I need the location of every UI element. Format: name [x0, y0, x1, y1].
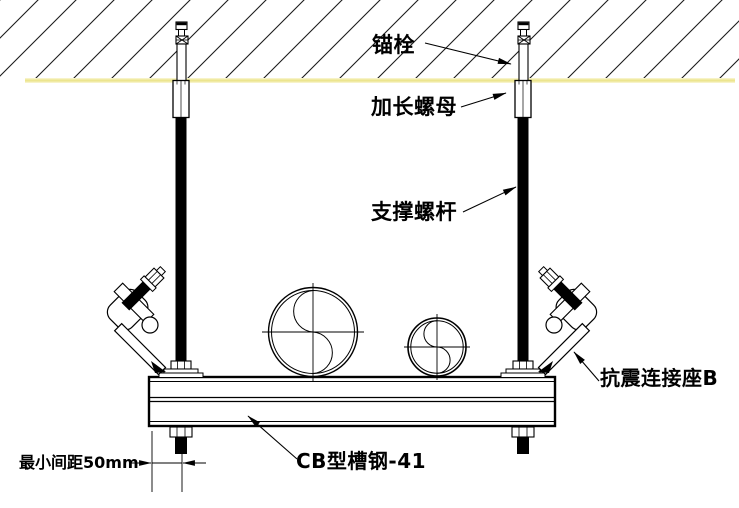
leader-extension-nut [460, 92, 507, 108]
label-channel-steel: CB型槽钢-41 [296, 449, 427, 473]
leader-support-rod [462, 186, 517, 213]
dimension-min-spacing [129, 431, 206, 492]
leader-channel-steel [247, 415, 298, 460]
label-extension-nut: 加长螺母 [371, 95, 457, 119]
seismic-brace-right [534, 262, 602, 376]
label-support-rod: 支撑螺杆 [371, 200, 457, 224]
channel-steel-beam [147, 375, 557, 428]
pipe-small [404, 314, 470, 380]
label-min-spacing: 最小间距50mm [19, 453, 139, 472]
leader-anchor-bolt [424, 42, 512, 65]
label-anchor-bolt: 锚栓 [372, 33, 415, 57]
leader-seismic-connector [573, 351, 600, 382]
pipe-large [262, 283, 364, 381]
leader-lines [247, 42, 600, 460]
seismic-brace-left [102, 262, 170, 376]
label-seismic-connector-b: 抗震连接座B [600, 366, 719, 390]
ceiling-hatch [0, 0, 739, 80]
